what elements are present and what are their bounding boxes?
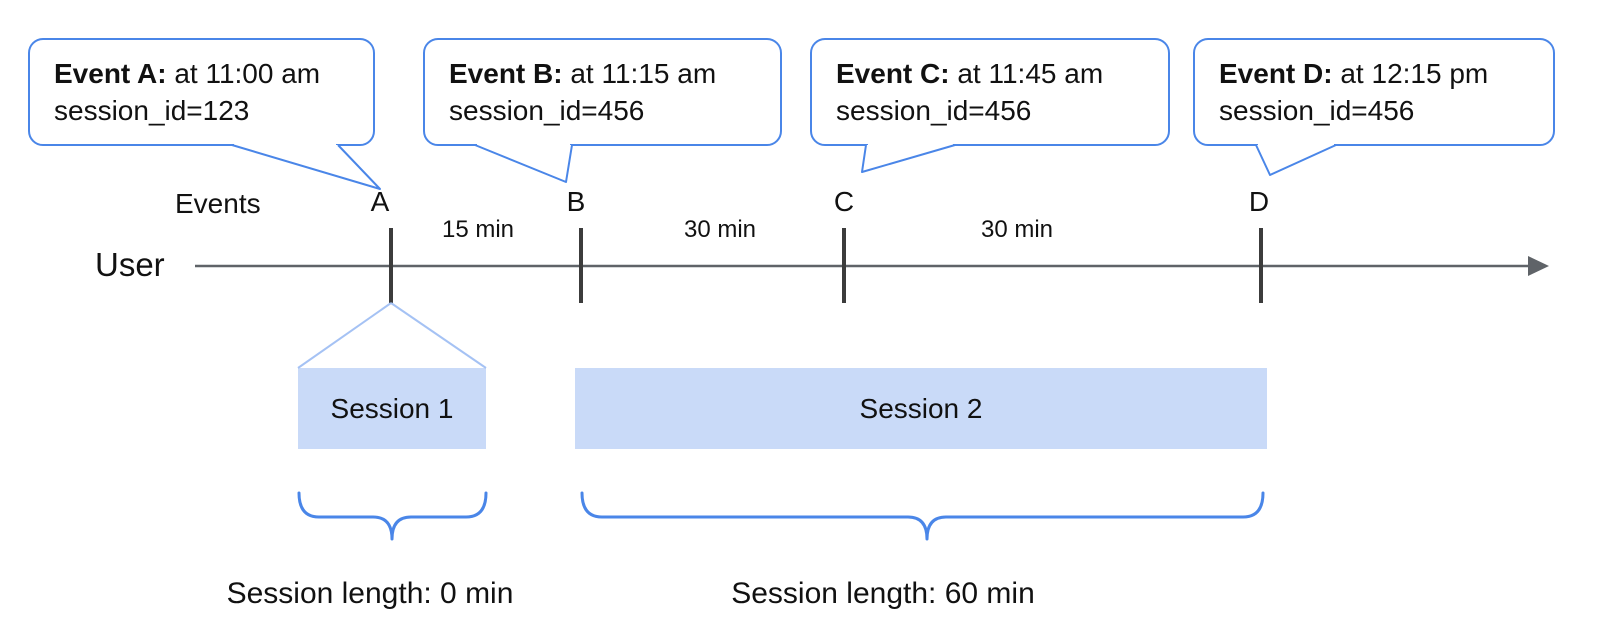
callout-b-tail xyxy=(474,142,573,183)
funnel-left-line xyxy=(297,302,392,369)
session-2-label: Session 2 xyxy=(859,392,983,424)
callout-event-d: Event D: at 12:15 pm session_id=456 xyxy=(1193,38,1555,146)
event-marker-b: B xyxy=(566,186,586,217)
session-1-bar: Session 1 xyxy=(298,368,486,449)
event-marker-c: C xyxy=(833,186,855,217)
callout-event-c-time: at 11:45 am xyxy=(957,58,1104,89)
interval-label-b-c: 30 min xyxy=(683,216,757,243)
callout-event-b: Event B: at 11:15 am session_id=456 xyxy=(423,38,782,146)
brace-session-2 xyxy=(580,491,1265,541)
callout-event-d-session-id: session_id=456 xyxy=(1219,95,1415,126)
callout-event-b-session-id: session_id=456 xyxy=(449,95,645,126)
session-1-label: Session 1 xyxy=(330,392,454,424)
callout-event-a-session-id: session_id=123 xyxy=(54,95,250,126)
callout-d-tail xyxy=(1255,142,1337,176)
callout-event-c-session-id: session_id=456 xyxy=(836,95,1032,126)
callout-a-tail xyxy=(231,142,381,190)
callout-event-b-title: Event B: xyxy=(449,58,563,89)
callout-event-a: Event A: at 11:00 am session_id=123 xyxy=(28,38,375,146)
timeline-arrowhead-icon xyxy=(1528,256,1549,276)
callout-event-c-title: Event C: xyxy=(836,58,950,89)
callout-event-c: Event C: at 11:45 am session_id=456 xyxy=(810,38,1170,146)
callout-event-d-title: Event D: xyxy=(1219,58,1333,89)
interval-label-c-d: 30 min xyxy=(980,216,1054,243)
user-axis-label: User xyxy=(95,246,165,283)
brace-session-1 xyxy=(297,491,488,541)
event-marker-d: D xyxy=(1248,186,1270,217)
callout-event-b-time: at 11:15 am xyxy=(570,58,717,89)
event-marker-a: A xyxy=(370,186,390,217)
callout-c-tail xyxy=(861,142,956,173)
session-1-length-label: Session length: 0 min xyxy=(226,577,514,610)
events-axis-label: Events xyxy=(175,188,261,219)
callout-event-d-time: at 12:15 pm xyxy=(1340,58,1489,89)
interval-label-a-b: 15 min xyxy=(441,216,515,243)
session-2-length-label: Session length: 60 min xyxy=(731,577,1035,610)
callout-event-a-time: at 11:00 am xyxy=(174,58,321,89)
callout-event-a-title: Event A: xyxy=(54,58,167,89)
funnel-right-line xyxy=(390,302,487,369)
session-2-bar: Session 2 xyxy=(575,368,1267,449)
